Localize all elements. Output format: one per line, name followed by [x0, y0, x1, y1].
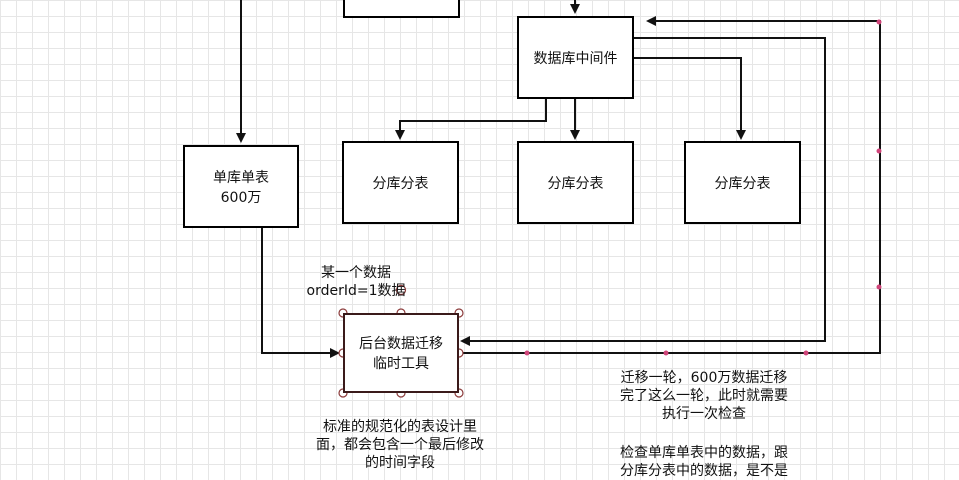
shard-label-1: 分库分表 [372, 175, 429, 192]
data-note: 某一个数据 orderId=1数据 [296, 264, 416, 300]
shard-node-1[interactable]: 分库分表 [342, 141, 459, 224]
check-note-line-1: 检查单库单表中的数据，跟 [620, 445, 788, 461]
shard-node-3[interactable]: 分库分表 [684, 141, 801, 224]
single-table-node[interactable]: 单库单表 600万 [183, 145, 299, 228]
field-note-line-1: 标准的规范化的表设计里 [323, 419, 477, 435]
field-note-line-3: 的时间字段 [365, 455, 435, 471]
check-note-line-2: 分库分表中的数据，是不是 [620, 463, 788, 479]
migration-tool-label-1: 后台数据迁移 [359, 336, 443, 352]
shard-label-2: 分库分表 [547, 175, 604, 192]
data-note-line-2: orderId=1数据 [306, 283, 406, 299]
single-table-label: 单库单表 [213, 169, 269, 186]
migration-note-line-2: 完了这么一轮，此时就需要 [620, 388, 788, 404]
migration-note-line-1: 迁移一轮，600万数据迁移 [620, 370, 788, 386]
edge-single-table-to-tool [261, 227, 340, 358]
edge-tool-to-middleware [459, 16, 881, 354]
waypoint-dots [524, 19, 882, 356]
check-note: 检查单库单表中的数据，跟 分库分表中的数据，是不是 [604, 444, 804, 480]
single-table-count: 600万 [220, 189, 262, 206]
migration-tool-node[interactable]: 后台数据迁移 临时工具 [343, 313, 459, 393]
migration-tool-label-2: 临时工具 [373, 356, 429, 372]
data-note-line-1: 某一个数据 [321, 265, 391, 281]
shard-label-3: 分库分表 [714, 175, 771, 192]
edge-middleware-to-tool [460, 37, 826, 346]
shard-node-2[interactable]: 分库分表 [517, 141, 634, 224]
top-left-partial-box[interactable] [343, 0, 460, 18]
middleware-label: 数据库中间件 [533, 50, 618, 67]
field-note-line-2: 面，都会包含一个最后修改 [316, 437, 484, 453]
migration-note: 迁移一轮，600万数据迁移 完了这么一轮，此时就需要 执行一次检查 [604, 369, 804, 423]
field-note: 标准的规范化的表设计里 面，都会包含一个最后修改 的时间字段 [305, 418, 495, 472]
migration-note-line-3: 执行一次检查 [662, 406, 746, 422]
edge-middleware-to-shard-1 [395, 98, 547, 140]
edge-middleware-to-shard-3 [633, 57, 746, 140]
middleware-node[interactable]: 数据库中间件 [517, 16, 634, 99]
